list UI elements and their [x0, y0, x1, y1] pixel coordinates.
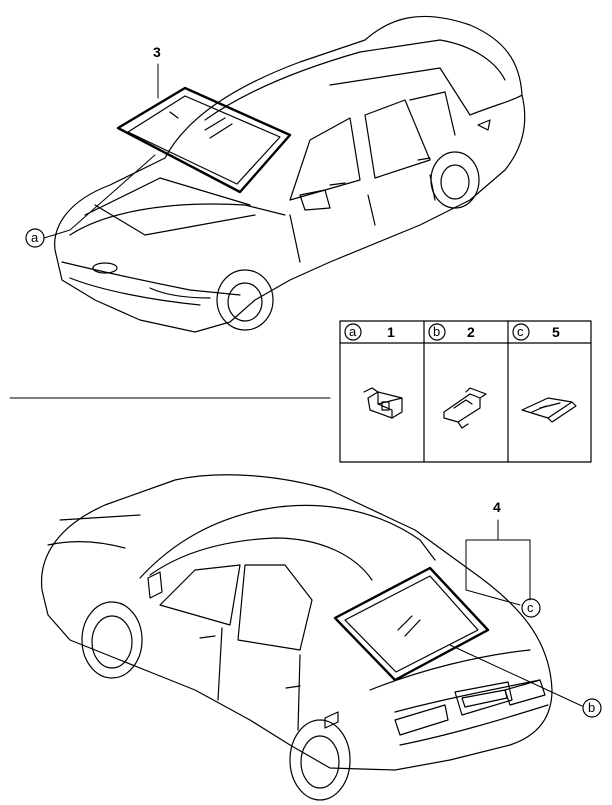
table-number-5: 5 [552, 324, 560, 340]
table-letter-b: b [433, 324, 440, 339]
callout-line-b [449, 644, 583, 707]
front-car-illustration [54, 15, 526, 333]
marker-circle-a [25, 228, 45, 248]
table-circle-b [428, 323, 446, 341]
callout-number-4: 4 [493, 499, 501, 515]
table-circle-c [512, 323, 530, 341]
marker-circle-c [521, 598, 541, 618]
parts-table [339, 320, 592, 463]
marker-letter-c: c [527, 600, 534, 615]
marker-circle-b [582, 698, 602, 718]
clip-block-icon [363, 387, 403, 419]
callout-line-a [43, 154, 156, 239]
callout-line-c [465, 589, 521, 606]
callout-number-3: 3 [153, 44, 161, 60]
bracket-clip-icon [443, 387, 487, 429]
callout-line-4 [465, 519, 531, 601]
rear-car-illustration [40, 474, 553, 801]
spacer-pad-icon [521, 397, 577, 423]
table-circle-a [344, 323, 362, 341]
table-number-1: 1 [387, 324, 395, 340]
table-number-2: 2 [467, 324, 475, 340]
table-letter-c: c [517, 324, 524, 339]
marker-letter-b: b [588, 700, 595, 715]
marker-letter-a: a [31, 230, 39, 245]
table-letter-a: a [349, 324, 357, 339]
